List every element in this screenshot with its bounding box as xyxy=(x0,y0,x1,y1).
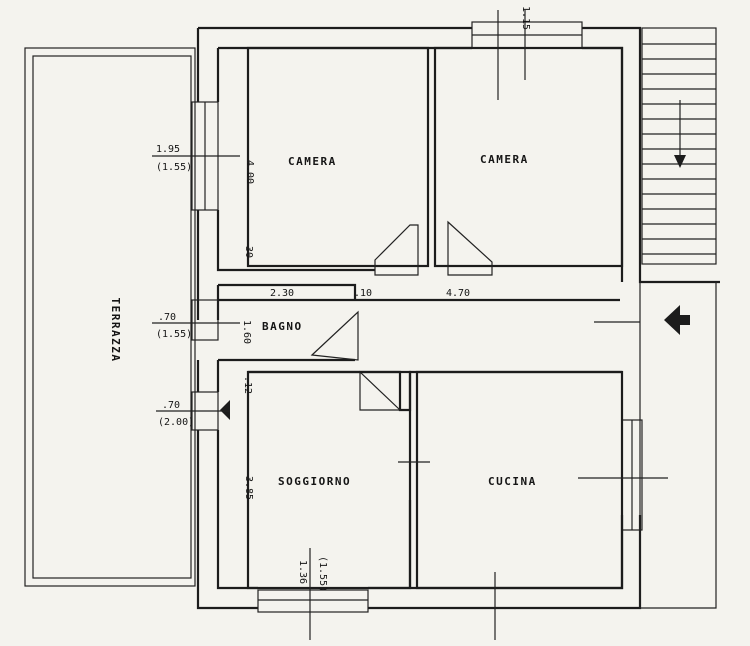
dim-corridor-len: 4.70 xyxy=(446,288,470,299)
dim-terr-door-bottom: (2.00) xyxy=(158,417,194,428)
stair-arrow-icon xyxy=(674,155,686,168)
label-terrazza: TERRAZZA xyxy=(109,298,122,363)
dim-soggiorno-height: 3.85 xyxy=(243,476,254,500)
dim-bagno-win-bottom: (1.55) xyxy=(156,329,192,340)
bottom-window xyxy=(257,589,369,613)
dim-bottom-win-bottom: (1.55) xyxy=(317,556,328,592)
dim-bagno-width: 2.30 xyxy=(270,288,294,299)
interior-wall-offset xyxy=(216,46,624,590)
door-soggiorno xyxy=(359,370,402,411)
label-camera-right: CAMERA xyxy=(480,153,529,166)
room-camera-left xyxy=(246,46,430,268)
room-soggiorno xyxy=(246,370,412,590)
dim-wall-10: .10 xyxy=(354,288,372,299)
label-bagno: BAGNO xyxy=(262,320,303,333)
exterior-wall xyxy=(196,26,720,610)
staircase xyxy=(641,27,717,265)
label-camera-left: CAMERA xyxy=(288,155,337,168)
dim-wall-12: .12 xyxy=(242,376,253,394)
dim-top-win: 1.15 xyxy=(520,6,531,30)
dim-w1-top: 1.95 xyxy=(156,144,180,155)
terrace-outline xyxy=(24,47,196,587)
room-cucina xyxy=(415,370,624,590)
label-soggiorno: SOGGIORNO xyxy=(278,475,351,488)
left-window-bagno xyxy=(191,299,219,341)
door-camera-right xyxy=(447,220,493,276)
bagno-outline xyxy=(218,283,622,412)
terrace-inner xyxy=(32,55,192,579)
dim-w1-bottom: (1.55) xyxy=(156,162,192,173)
dim-bagno-height: 1.60 xyxy=(241,320,252,344)
dim-bagno-win-top: .70 xyxy=(158,312,176,323)
terrace-door-arrow-icon xyxy=(220,400,230,420)
label-cucina: CUCINA xyxy=(488,475,537,488)
entrance-arrow-icon xyxy=(664,305,690,335)
door-bagno xyxy=(310,310,359,361)
dim-wall-30: 30 xyxy=(243,246,254,258)
room-camera-right xyxy=(433,46,624,268)
door-camera-left xyxy=(374,224,419,276)
dim-camera-height: 4.00 xyxy=(244,160,255,184)
dim-bottom-win-top: 1.36 xyxy=(297,560,308,584)
entrance-outline xyxy=(639,282,717,609)
dim-terr-door-top: .70 xyxy=(162,400,180,411)
